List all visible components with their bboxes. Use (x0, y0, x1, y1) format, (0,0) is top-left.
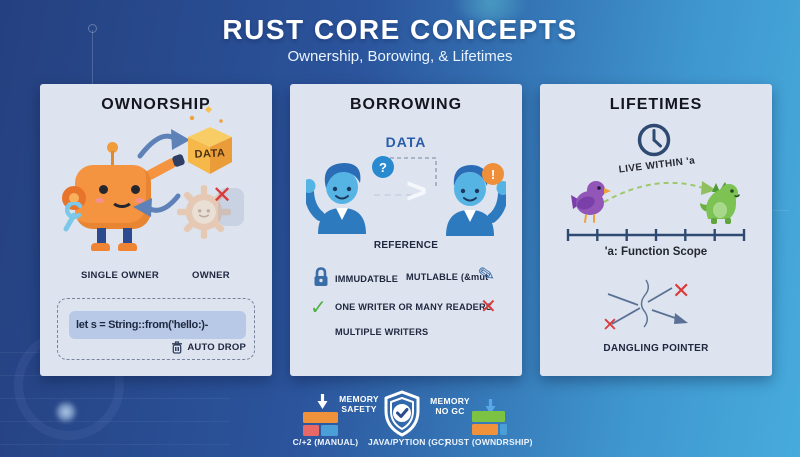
robot-blush-right (135, 198, 144, 203)
trash-icon (172, 341, 183, 354)
lifetimes-title: LIFETIMES (609, 96, 703, 113)
page-title: RUST CORE CONCEPTS (222, 14, 578, 45)
rule-allowed-label: ONE WRITER OR MANY READERS (335, 302, 493, 312)
lifetime-arc-arrow (603, 181, 716, 203)
auto-drop-row: AUTO DROP (171, 340, 246, 354)
invalid-owner-cross-icon: ✕ (212, 182, 233, 209)
borrowing-title: BORROWING (349, 96, 463, 113)
robot-eye-right (131, 185, 140, 194)
page-subtitle: Ownership, Borowing, & Lifetimes (287, 48, 513, 65)
dangling-pointer-graphic (607, 279, 688, 328)
rust-bar-green (472, 411, 505, 422)
pencil-icon: ✎ (476, 262, 497, 288)
robot-leg-left (97, 228, 106, 244)
ownership-title: OWNORSHIP (101, 96, 211, 113)
code-scope-box: let s = String::from('hello:)- AUTO DROP (57, 298, 255, 360)
memory-safety-label: MEMORY SAFETY (339, 394, 379, 415)
owner-person-character (306, 163, 366, 234)
lang-rust-label: RUST (OWNDRSHIP) (445, 437, 533, 447)
code-snippet: let s = String::from('hello:)- (76, 319, 209, 331)
borrowing-panel: BORROWING DATA ? > (290, 84, 522, 376)
auto-drop-label: AUTO DROP (187, 341, 246, 353)
question-badge-glyph: ? (379, 159, 387, 175)
robot-leg-right (123, 228, 132, 244)
exclaim-badge-glyph: ! (490, 166, 496, 182)
code-snippet-pill: let s = String::from('hello:)- (69, 311, 246, 339)
manual-bar-orange (303, 412, 338, 423)
bird-character (571, 181, 611, 223)
memory-no-gc-label: MEMORY NO GC (430, 396, 470, 417)
data-cube-icon (188, 127, 232, 174)
owner-label: OWNER (192, 270, 230, 281)
borrowing-data-label: DATA (385, 134, 427, 150)
ownership-transfer-arrows (133, 105, 223, 217)
dangling-pointer-label: DANGLING POINTER (603, 343, 709, 354)
lock-icon (314, 267, 328, 286)
data-flow-dashed-path (390, 157, 437, 188)
reference-label: REFERENCE (373, 240, 439, 251)
check-icon: ✓ (310, 297, 327, 319)
robot-smile (110, 188, 134, 208)
robot-eye-left (99, 185, 108, 194)
wrench-icon (63, 202, 83, 232)
borrower-person-character (446, 165, 506, 236)
robot-foot-right (118, 243, 137, 251)
down-arrow-manual-icon (317, 394, 328, 409)
scope-timeline (566, 229, 746, 241)
robot-antenna-stem (111, 151, 114, 166)
glow-dot-decoration (56, 402, 76, 422)
manual-bar-red (303, 425, 319, 436)
lang-gc-label: JAVA/PYTION (GC) (368, 437, 448, 447)
scope-label: 'a: Function Scope (604, 246, 708, 258)
ownership-panel: OWNORSHIP (40, 84, 272, 376)
mutable-label: MUTLABLE (&mut (406, 272, 489, 282)
question-badge: ? (372, 156, 394, 178)
memory-safety-shield-icon (384, 390, 420, 437)
rule-forbidden-label: MULTIPLE WRITERS (335, 327, 429, 337)
single-owner-label: SINGLE OWNER (80, 270, 160, 281)
robot-foot-left (91, 243, 110, 251)
reference-dashed-line (374, 194, 412, 196)
robot-antenna-ball (107, 142, 118, 153)
dangling-cross-bottom-icon: ✕ (602, 315, 618, 336)
rust-bar-orange (472, 424, 498, 435)
manual-bar-blue (321, 425, 338, 436)
dino-character (700, 182, 740, 224)
dangling-cross-top-icon: ✕ (672, 278, 691, 303)
lang-manual-label: C/+2 (MANUAL) (292, 437, 359, 447)
robot-ear-center (69, 193, 79, 203)
robot-character (60, 140, 210, 270)
down-arrow-rust-icon (485, 399, 496, 414)
reference-chevron: > (406, 170, 428, 211)
exclaim-badge: ! (482, 163, 504, 185)
rule-cross-icon: ✕ (480, 296, 497, 318)
clock-icon (637, 123, 671, 157)
rust-bar-blue (500, 424, 507, 435)
immutable-label: IMMUDATBLE (335, 274, 399, 284)
lifetimes-panel: LIFETIMES LIVE WITHIN 'a (540, 84, 772, 376)
old-owner-gear-character (177, 185, 231, 239)
robot-blush-left (95, 198, 104, 203)
